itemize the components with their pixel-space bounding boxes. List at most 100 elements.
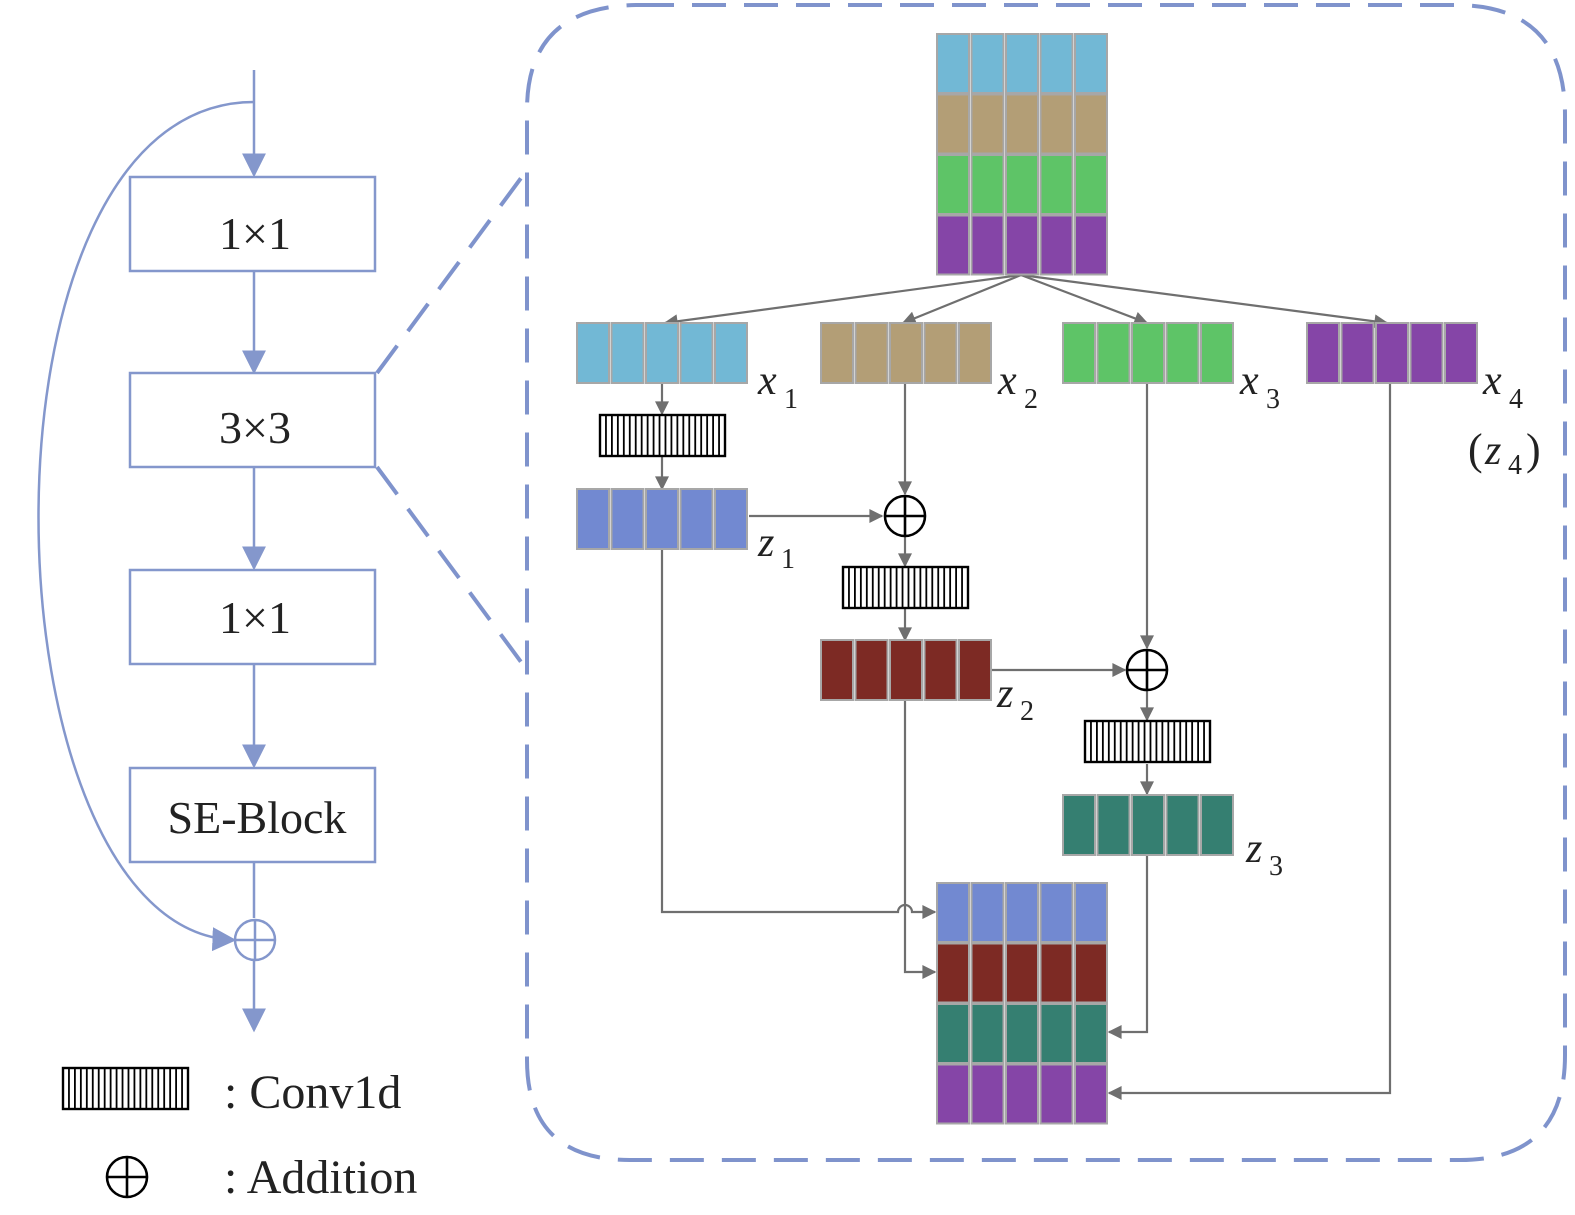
output-tensor-group-2-cell [970,942,1005,1004]
input-tensor-group-4-cell [1074,214,1108,276]
label-x2: x [997,358,1017,404]
input-tensor-group-3 [936,154,1108,215]
tensor-x3-cell [1131,322,1165,384]
addition-2 [1125,648,1169,692]
tensor-x1-cell [679,322,714,384]
addition-1 [883,494,927,538]
tensor-z2-cell [923,639,958,701]
zoom-line-top [375,168,529,375]
tensor-z1-cell [645,488,679,550]
label-z4: z [1484,428,1501,474]
conv1d-branch-2 [841,565,970,610]
input-tensor-group-4-cell [1039,214,1074,276]
tensor-z1-cell [610,488,645,550]
tensor-x4-cell [1444,322,1478,384]
tensor-z3-cell [1200,794,1234,856]
input-tensor-group-2-cell [1039,93,1074,155]
conv1d-blocks [598,413,1212,764]
se-block-label: SE-Block [168,792,347,843]
input-tensor-group-4 [936,214,1108,276]
tensor-x4-cell [1375,322,1409,384]
output-tensor-group-4-cell [1005,1063,1039,1125]
label-z1: z [757,520,774,566]
output-tensor-group-4-cell [970,1063,1005,1125]
legend: : Conv1d : Addition [61,1066,417,1204]
input-tensor-group-3-cell [1005,154,1039,215]
output-tensor-group-2-cell [936,942,970,1004]
label-x1: x [757,358,777,404]
tensor-z1-cell [576,488,610,550]
tensor-x1-cell [610,322,645,384]
tensor-z3-cell [1131,794,1165,856]
tensor-x1-cell [645,322,679,384]
conv1d-branch-3 [1083,719,1212,764]
input-tensor-group-3-cell [1039,154,1074,215]
conv-3x3-label: 3×3 [219,402,291,453]
output-tensor-group-3-cell [1005,1003,1039,1064]
output-tensor-group-1 [936,882,1108,943]
tensor-x2-cell [854,322,889,384]
tensor-x2 [820,322,992,384]
tensor-z3-cell [1096,794,1131,856]
output-tensor-group-2 [936,942,1108,1004]
input-tensor-group-4-cell [970,214,1005,276]
label-x1-sub: 1 [784,384,798,415]
tensor-x2-cell [820,322,854,384]
output-tensor-group-4-cell [1039,1063,1074,1125]
input-tensor-group-1 [936,33,1108,94]
tensor-x4 [1306,322,1478,384]
tensor-x3-cell [1200,322,1234,384]
input-tensor-group-3-cell [936,154,970,215]
output-tensor-group-3-cell [1074,1003,1108,1064]
label-z1-sub: 1 [781,544,795,575]
label-x3-sub: 3 [1266,384,1280,415]
tensor-x1 [576,322,748,384]
input-tensor-group-2 [936,93,1108,155]
tensor-z2 [820,639,992,701]
variable-labels: x 1 x 2 x 3 x 4 ( z 4 ) z 1 z 2 z 3 [757,358,1541,882]
output-tensor-group-1-cell [970,882,1005,943]
label-z2: z [996,671,1013,717]
tensor-z2-cell [889,639,923,701]
output-tensor-group-2-cell [1039,942,1074,1004]
legend-conv1d-icon [61,1066,190,1111]
legend-addition-text: : Addition [224,1151,417,1204]
input-tensor-group-1-cell [970,33,1005,94]
legend-conv1d-hatch [61,1066,190,1111]
label-z3-sub: 3 [1269,851,1283,882]
tensor-x2-cell [889,322,923,384]
tensor-x4-cell [1306,322,1340,384]
output-tensor-group-1-cell [1005,882,1039,943]
tensor-x4-cell [1409,322,1444,384]
tensor-z2-cell [958,639,992,701]
output-tensor-group-3-cell [936,1003,970,1064]
tensor-z1-cell [679,488,714,550]
output-tensor-group-4 [936,1063,1108,1125]
label-z3: z [1245,826,1262,872]
input-tensor-group-3-cell [1074,154,1108,215]
output-tensor-group-4-cell [936,1063,970,1125]
input-tensor-group-2-cell [936,93,970,155]
label-x4: x [1482,358,1502,404]
input-tensor-group-1-cell [936,33,970,94]
conv-1x1-label-top: 1×1 [219,208,291,259]
tensor-z2-cell [854,639,889,701]
left-bottleneck-block [37,70,377,1033]
conv-1x1-label-bottom: 1×1 [219,592,291,643]
input-tensor-group-2-cell [1074,93,1108,155]
conv1d-branch-1 [598,413,727,458]
output-tensor-group-1-cell [936,882,970,943]
tensor-x3-cell [1096,322,1131,384]
zoom-line-bottom [375,465,529,672]
tensor-x1-cell [576,322,610,384]
connectors [655,273,1392,1100]
label-x2-sub: 2 [1024,384,1038,415]
tensor-z1-cell [714,488,748,550]
label-z4-close: ) [1526,425,1541,474]
tensor-z3-cell [1062,794,1096,856]
input-tensor-group-1-cell [1074,33,1108,94]
tensor-x3 [1062,322,1234,384]
tensor-x2-cell [923,322,958,384]
tensor-x3-cell [1062,322,1096,384]
output-tensor-group-1-cell [1074,882,1108,943]
